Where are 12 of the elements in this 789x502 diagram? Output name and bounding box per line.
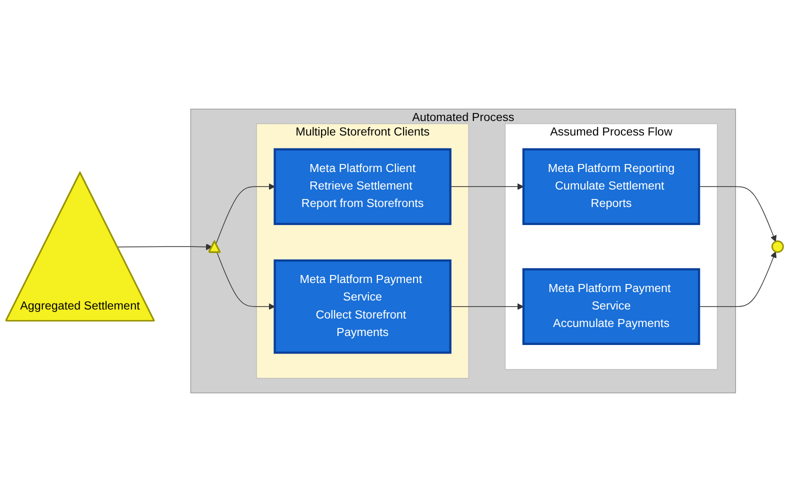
arrow: [698, 186, 776, 242]
node-box: Meta Platform Reporting Cumulate Settlement Reports: [522, 148, 700, 226]
arrow: [216, 183, 276, 244]
arrow: [216, 252, 276, 310]
node-circle: [771, 240, 784, 253]
arrow: [698, 251, 776, 307]
node-box: Meta Platform Payment Service Collect Storefront Payments: [274, 259, 452, 354]
arrow: [450, 303, 524, 310]
arrow: [117, 244, 212, 250]
node-box: Meta Platform Payment Service Accumulate Payments: [522, 268, 700, 345]
node-box: Meta Platform Client Retrieve Settlement Report from Storefronts: [274, 148, 452, 226]
arrow: [450, 183, 524, 190]
